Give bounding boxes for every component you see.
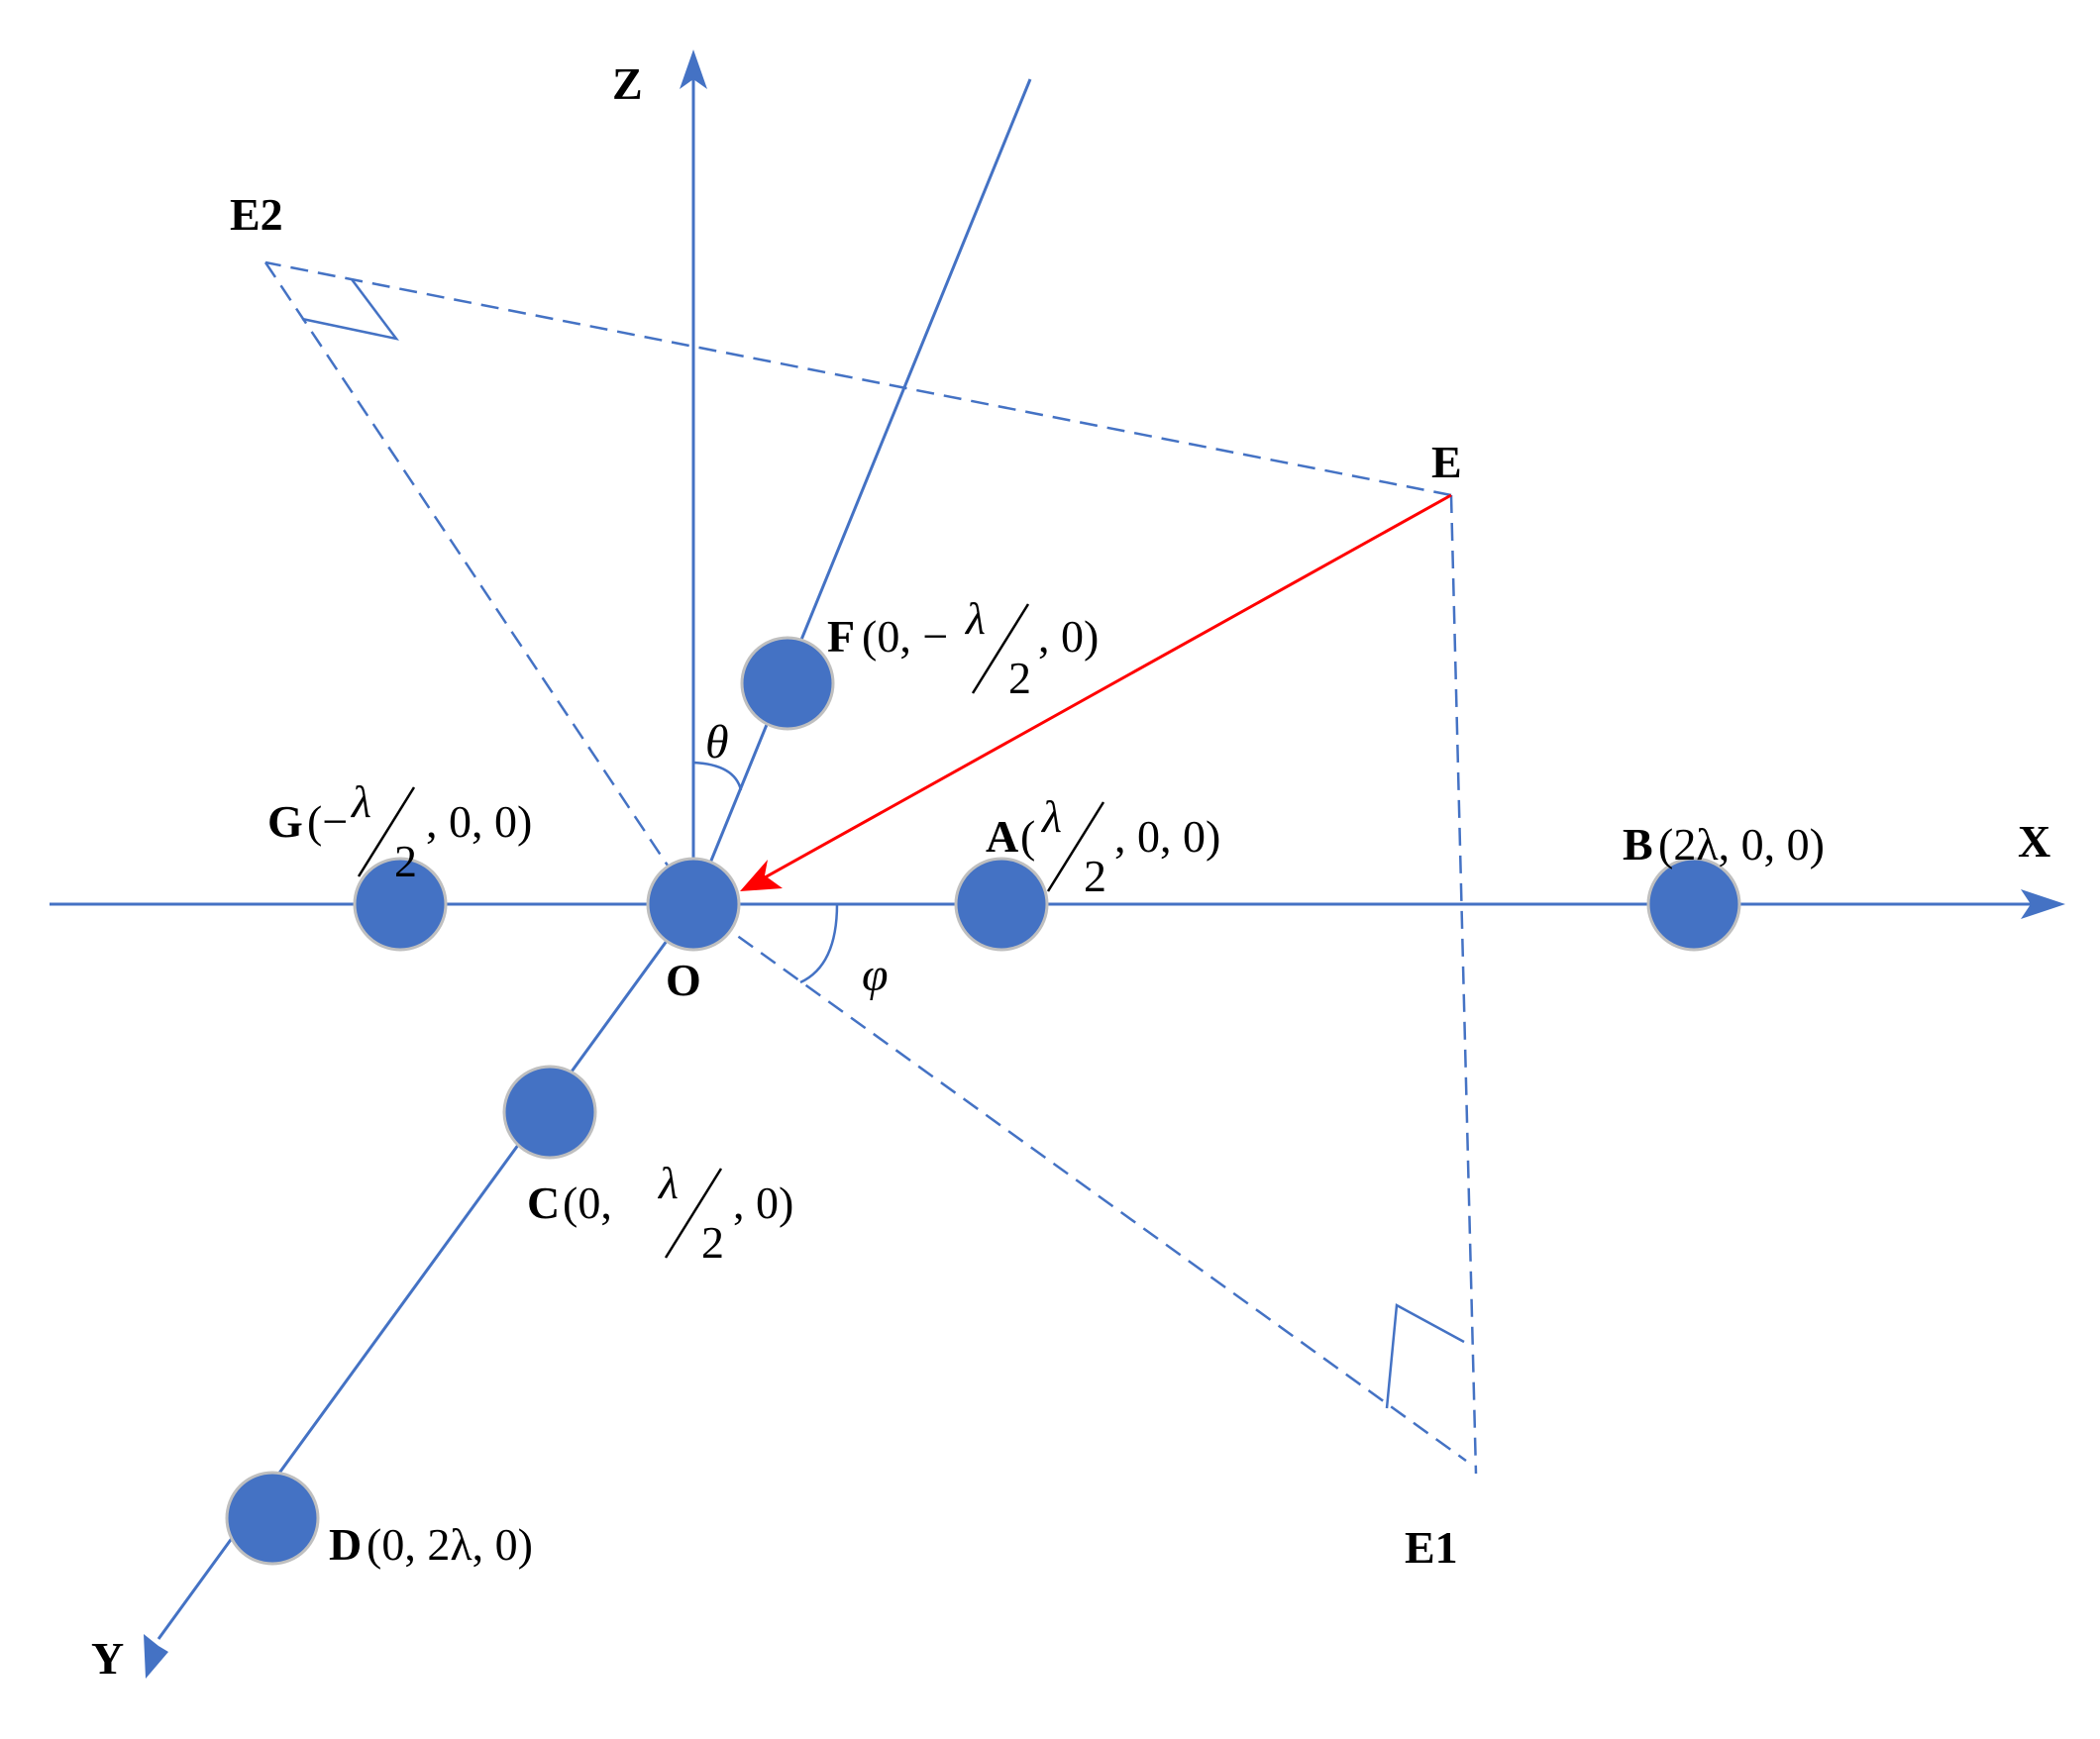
svg-text:(: ( (1020, 811, 1035, 862)
node-o (646, 857, 741, 952)
f-axis-line (691, 78, 1032, 905)
node-d (225, 1471, 320, 1566)
point-e2-label: E2 (230, 189, 283, 240)
node-f (740, 636, 835, 731)
node-g-label: G (− λ 2 , 0, 0) (267, 776, 532, 886)
point-e1-label: E1 (1405, 1522, 1458, 1573)
x-axis-arrowhead (2021, 889, 2065, 919)
incident-arrowhead (740, 860, 783, 891)
y-axis-arrowhead (144, 1634, 168, 1679)
svg-text:D: D (329, 1519, 362, 1570)
node-f-label: F (0, − λ 2 , 0) (827, 593, 1099, 703)
node-c-label: C (0, λ 2 , 0) (527, 1158, 793, 1268)
svg-text:(2λ, 0, 0): (2λ, 0, 0) (1658, 819, 1825, 870)
svg-text:2: 2 (701, 1217, 724, 1268)
theta-arc (692, 761, 743, 791)
svg-text:(0, 2λ, 0): (0, 2λ, 0) (367, 1519, 533, 1570)
z-axis-arrowhead (680, 50, 707, 89)
theta-label: θ (705, 716, 729, 768)
node-a (954, 857, 1049, 952)
svg-text:(−: (− (307, 796, 348, 847)
svg-text:2: 2 (394, 836, 417, 886)
svg-text:λ: λ (657, 1158, 679, 1208)
y-axis-label: Y (91, 1633, 124, 1684)
svg-text:λ: λ (350, 776, 371, 827)
svg-text:C: C (527, 1177, 560, 1228)
origin-label: O (666, 955, 701, 1005)
node-g (353, 857, 448, 952)
node-b (1646, 857, 1741, 952)
x-axis-label: X (2018, 816, 2050, 867)
e-to-e1-line (1449, 494, 1478, 1475)
incident-arrow (757, 493, 1452, 883)
svg-text:, 0, 0): , 0, 0) (426, 796, 532, 847)
svg-text:B: B (1623, 819, 1653, 870)
svg-text:λ: λ (1040, 791, 1062, 842)
phi-arc (799, 903, 839, 984)
right-angle-mark-e1 (1385, 1302, 1465, 1409)
svg-text:, 0): , 0) (733, 1177, 793, 1228)
svg-text:G: G (267, 796, 303, 847)
svg-text:, 0, 0): , 0, 0) (1114, 811, 1220, 862)
svg-text:λ: λ (964, 593, 986, 644)
svg-text:(0, −: (0, − (862, 611, 948, 662)
node-a-label: A ( λ 2 , 0, 0) (986, 791, 1220, 901)
e2-to-o-line (263, 261, 695, 905)
phi-label: φ (862, 949, 889, 1001)
svg-text:A: A (986, 811, 1018, 862)
svg-text:F: F (827, 611, 855, 662)
svg-text:2: 2 (1084, 851, 1106, 901)
point-e-label: E (1431, 437, 1462, 487)
right-angle-mark-e2 (301, 278, 399, 341)
node-d-label: D (0, 2λ, 0) (329, 1519, 533, 1570)
o-to-e1-line (692, 902, 1467, 1463)
svg-text:(0,: (0, (563, 1177, 612, 1228)
svg-text:2: 2 (1008, 653, 1031, 703)
node-b-label: B (2λ, 0, 0) (1623, 819, 1825, 870)
z-axis-label: Z (612, 58, 643, 109)
e-to-e2-line (264, 260, 1452, 497)
node-c (502, 1065, 597, 1160)
svg-text:, 0): , 0) (1038, 611, 1099, 662)
